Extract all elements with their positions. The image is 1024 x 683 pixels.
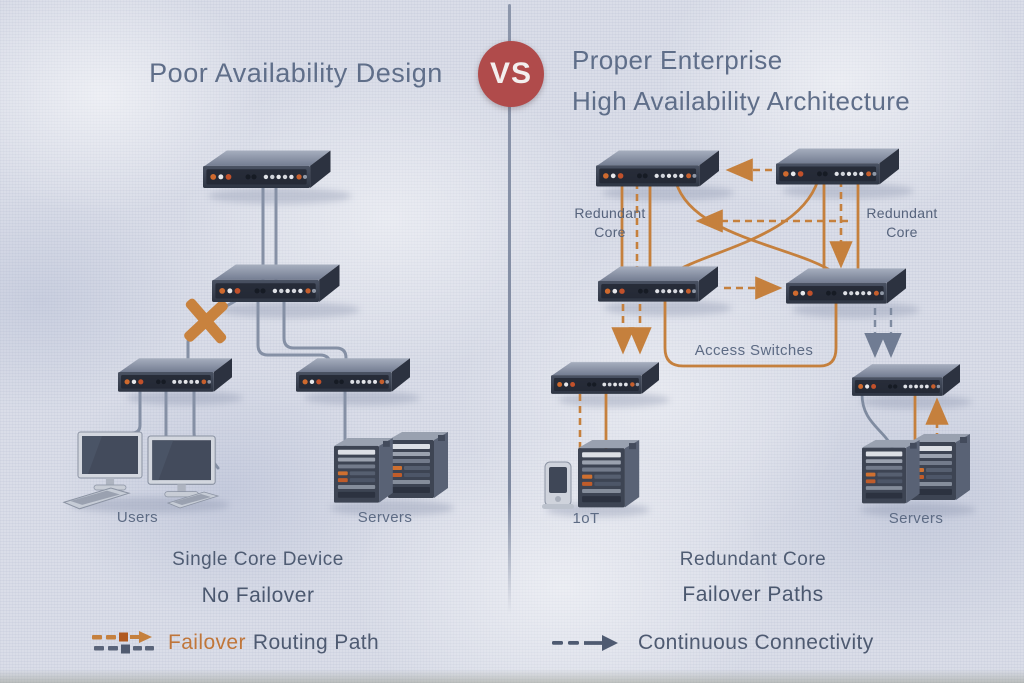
access-switch-servers (296, 358, 410, 392)
access-switch-left (598, 266, 718, 302)
failover-legend-text: Failover Routing Path (168, 631, 379, 655)
left-caption-line1: Single Core Device (172, 549, 344, 570)
redundant-core-label-right: Redundant Core (866, 205, 938, 240)
vs-badge: VS (478, 41, 544, 107)
access-switches-label: Access Switches (694, 342, 814, 359)
right-wires-orange-dashed (578, 158, 949, 455)
iot-server-tower (578, 440, 640, 508)
device-shadows (70, 183, 976, 517)
right-wires-orange (604, 178, 917, 457)
users-label: Users (116, 509, 159, 526)
left-caption-line2: No Failover (201, 584, 315, 607)
right-caption-line2: Failover Paths (682, 583, 824, 606)
routing-path-words: Routing Path (252, 631, 380, 654)
core-switch (203, 150, 331, 188)
continuous-connectivity-icon (552, 635, 618, 651)
edge-switch-iot (551, 362, 659, 394)
redundant-core-switch-left (596, 150, 719, 187)
access-switch-right (786, 268, 906, 304)
failover-word: Failover (168, 631, 246, 654)
redundant-core-switch-right (776, 148, 899, 185)
user-computer (77, 431, 143, 491)
bottom-vignette (0, 669, 1024, 683)
right-title-line2: High Availability Architecture (572, 86, 911, 116)
edge-switch-servers (852, 364, 960, 396)
cross-link-2 (670, 178, 820, 276)
iot-label: 1oT (572, 510, 600, 527)
right-title: Proper Enterprise High Availability Arch… (572, 40, 972, 122)
legend-continuous: Continuous Connectivity (552, 631, 874, 655)
servers-label-right: Servers (888, 510, 944, 527)
server-tower (862, 440, 920, 504)
cross-link-1 (674, 180, 838, 276)
failover-path-icon (92, 631, 154, 654)
server-tower (334, 438, 393, 503)
center-divider (508, 4, 511, 614)
continuous-legend-text: Continuous Connectivity (638, 631, 874, 654)
left-wires (104, 180, 348, 472)
servers-label-left: Servers (357, 509, 413, 526)
broken-link-x-icon (184, 298, 228, 344)
user-computer (147, 435, 216, 498)
iot-device (541, 461, 575, 510)
access-switch-users (118, 358, 232, 392)
distribution-switch (212, 264, 340, 302)
access-u-link (663, 298, 838, 368)
redundant-core-label-left: Redundant Core (574, 205, 646, 240)
right-caption-line1: Redundant Core (679, 549, 827, 570)
server-tower (388, 432, 448, 498)
right-title-line1: Proper Enterprise (572, 45, 783, 75)
left-title: Poor Availability Design (149, 58, 443, 88)
legend-failover: Failover Routing Path (92, 629, 379, 657)
